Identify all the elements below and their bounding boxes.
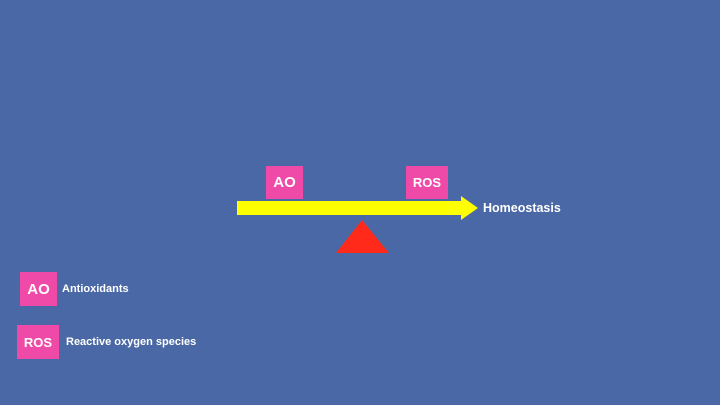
beam-ros-badge: ROS bbox=[406, 166, 448, 199]
legend-ao-badge: AO bbox=[20, 272, 57, 306]
fulcrum-triangle bbox=[336, 220, 389, 253]
legend-ros-badge: ROS bbox=[17, 325, 59, 359]
legend-ros-description: Reactive oxygen species bbox=[66, 336, 197, 348]
beam-ao-badge: AO bbox=[266, 166, 303, 199]
legend-ao-description: Antioxidants bbox=[62, 283, 129, 295]
balance-arrow bbox=[237, 196, 478, 220]
homeostasis-label: Homeostasis bbox=[483, 201, 561, 215]
